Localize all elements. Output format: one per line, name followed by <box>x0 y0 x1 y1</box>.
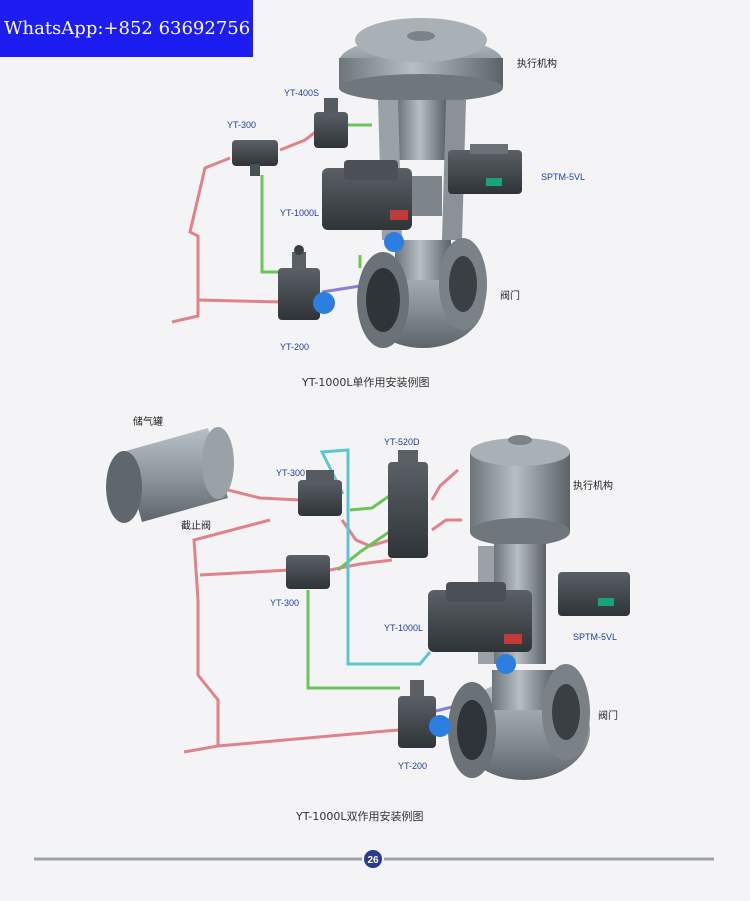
label-actuator-2: 执行机构 <box>573 479 613 492</box>
label-yt1000l: YT-1000L <box>280 208 319 218</box>
transmitter-sptm-2 <box>558 572 630 616</box>
booster-yt300-b <box>286 555 330 589</box>
label-sptm-2: SPTM-5VL <box>573 632 617 642</box>
diagram-single-acting: YT-400S YT-300 执行机构 SPTM-5VL YT-1000L 阀门… <box>171 18 585 389</box>
footer: 26 <box>34 850 714 868</box>
valve-body-1 <box>357 238 487 348</box>
booster-yt520d <box>388 450 428 558</box>
air-lines-red-2 <box>183 468 462 754</box>
page-number: 26 <box>367 855 379 866</box>
caption-single-acting: YT-1000L单作用安装例图 <box>301 375 430 389</box>
label-valve: 阀门 <box>500 289 520 302</box>
regulator-yt400s <box>314 98 348 148</box>
whatsapp-text: WhatsApp:+852 63692756 <box>4 18 251 39</box>
label-sptm: SPTM-5VL <box>541 172 585 182</box>
caption-double-acting: YT-1000L双作用安装例图 <box>295 809 424 823</box>
label-yt520d: YT-520D <box>384 437 420 447</box>
booster-yt300-a <box>298 470 342 516</box>
air-lines-cyan <box>319 448 432 666</box>
label-valve-2: 阀门 <box>598 709 618 722</box>
positioner-yt1000l-1 <box>322 160 442 252</box>
label-tank: 储气罐 <box>133 415 163 428</box>
transmitter-sptm-1 <box>448 144 522 194</box>
label-shutoff-valve: 截止阀 <box>181 519 211 532</box>
booster-yt300-1 <box>232 140 278 176</box>
label-yt300-a: YT-300 <box>276 468 305 478</box>
filter-regulator-yt200-1 <box>278 245 335 320</box>
page-number-badge <box>364 850 382 868</box>
label-actuator: 执行机构 <box>517 57 557 70</box>
label-yt300: YT-300 <box>227 120 256 130</box>
air-lines-red <box>171 128 319 324</box>
label-yt400s: YT-400S <box>284 88 319 98</box>
label-yt1000l-2: YT-1000L <box>384 623 423 633</box>
positioner-yt1000l-2 <box>428 582 532 674</box>
whatsapp-banner: WhatsApp:+852 63692756 <box>0 0 253 57</box>
diagram-double-acting: 储气罐 YT-520D YT-300 执行机构 截止阀 YT-300 YT-10… <box>106 415 630 823</box>
valve-body-2 <box>448 664 590 780</box>
label-yt200: YT-200 <box>280 342 309 352</box>
label-yt200-2: YT-200 <box>398 761 427 771</box>
air-line-purple <box>321 284 361 294</box>
filter-regulator-yt200-2 <box>398 680 451 748</box>
label-yt300-b: YT-300 <box>270 598 299 608</box>
air-tank <box>106 427 234 523</box>
